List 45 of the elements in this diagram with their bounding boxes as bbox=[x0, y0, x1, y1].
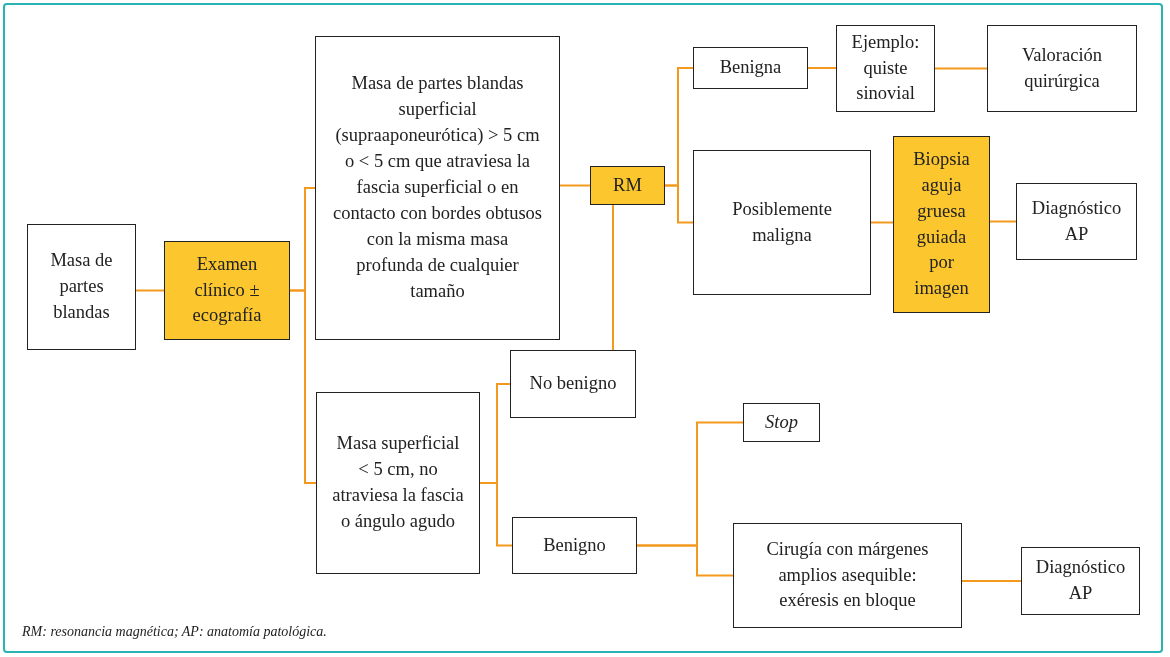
box-text: Ejemplo: quiste sinovial bbox=[850, 30, 921, 106]
connector-line bbox=[934, 67, 988, 70]
step-box bbox=[693, 150, 871, 295]
connector-line bbox=[870, 221, 894, 224]
box-text: Diagnóstico AP bbox=[1030, 196, 1123, 246]
connector-line bbox=[612, 204, 614, 351]
box-text: Masa de partes blandas bbox=[49, 249, 114, 324]
box-text: Masa de partes blandas superficial (supraaponeurótica) > 5 cm o < 5 cm que atraviesa la fascia superficial o en contacto con bordes obtusos con la misma masa profunda de cualquier tamaño bbox=[331, 72, 544, 303]
box-text: Benigno bbox=[543, 533, 606, 557]
box-text: Examen clínico ± ecografía bbox=[191, 252, 263, 328]
box-text: No benigno bbox=[529, 372, 617, 396]
connector-line bbox=[479, 482, 513, 547]
step-box bbox=[1016, 183, 1137, 260]
box-text: Cirugía con márgenes amplios asequible: exéresis en bloque bbox=[765, 537, 930, 613]
step-box bbox=[987, 25, 1137, 112]
step-box bbox=[316, 392, 480, 574]
step-box bbox=[743, 403, 820, 442]
step-box bbox=[512, 517, 637, 574]
box-text: Biopsia aguja gruesa guiada por imagen bbox=[912, 147, 971, 301]
box-text: Benigna bbox=[719, 56, 782, 80]
box-text: Stop bbox=[765, 410, 798, 434]
box-text: RM bbox=[613, 173, 642, 197]
step-box bbox=[693, 47, 808, 89]
box-text: Masa superficial < 5 cm, no atraviesa la fascia o ángulo agudo bbox=[331, 432, 465, 533]
caption: RM: resonancia magnética; AP: anatomía patológica. bbox=[22, 624, 327, 640]
step-box bbox=[1021, 547, 1140, 615]
connector-line bbox=[961, 580, 1022, 582]
connector-line bbox=[135, 289, 165, 292]
connector-line bbox=[807, 67, 837, 69]
step-box bbox=[510, 350, 636, 418]
connector-line bbox=[636, 544, 734, 577]
step-box bbox=[27, 224, 136, 350]
connector-line bbox=[989, 220, 1017, 223]
box-text: Posiblemente maligna bbox=[731, 197, 833, 247]
highlighted-step-box bbox=[590, 166, 665, 205]
step-box bbox=[733, 523, 962, 628]
connector-line bbox=[664, 184, 694, 224]
step-box bbox=[315, 36, 560, 340]
connector-line bbox=[289, 289, 317, 484]
step-box bbox=[836, 25, 935, 112]
box-text: Valoración quirúrgica bbox=[1020, 43, 1104, 93]
highlighted-step-box bbox=[164, 241, 290, 340]
connector-line bbox=[559, 184, 591, 187]
highlighted-step-box bbox=[893, 136, 990, 313]
box-text: Diagnóstico AP bbox=[1034, 556, 1127, 605]
